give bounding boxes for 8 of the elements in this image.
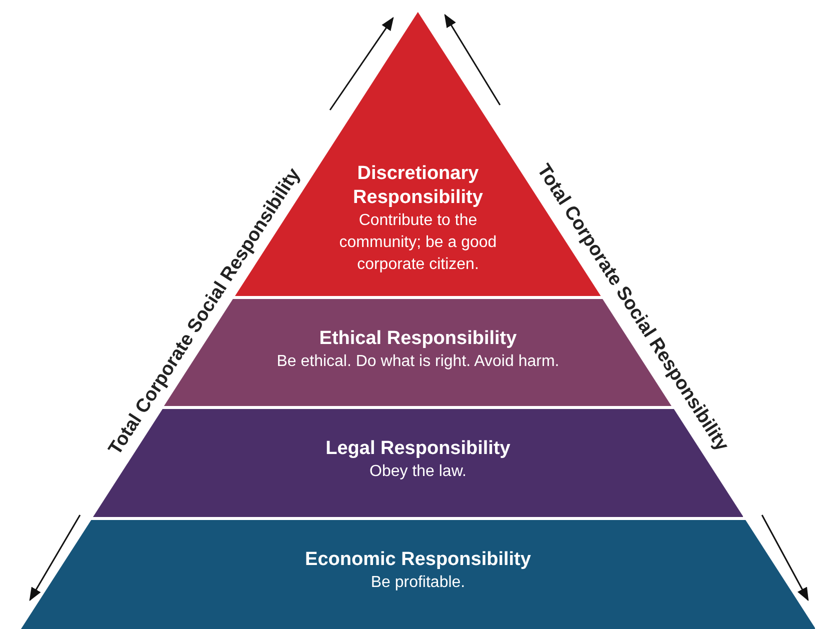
tier-title: Discretionary Responsibility — [353, 163, 483, 208]
tier-title: Legal Responsibility — [326, 438, 510, 459]
tier-description: Be profitable. — [370, 574, 466, 591]
tier-description: Be ethical. Do what is right. Avoid harm. — [276, 353, 560, 370]
tier-description: Obey the law. — [370, 463, 466, 480]
tier-title: Economic Responsibility — [305, 549, 531, 570]
tier-description: Contribute to the community; be a good corporate citizen. — [339, 212, 497, 273]
tier-title: Ethical Responsibility — [319, 328, 517, 349]
